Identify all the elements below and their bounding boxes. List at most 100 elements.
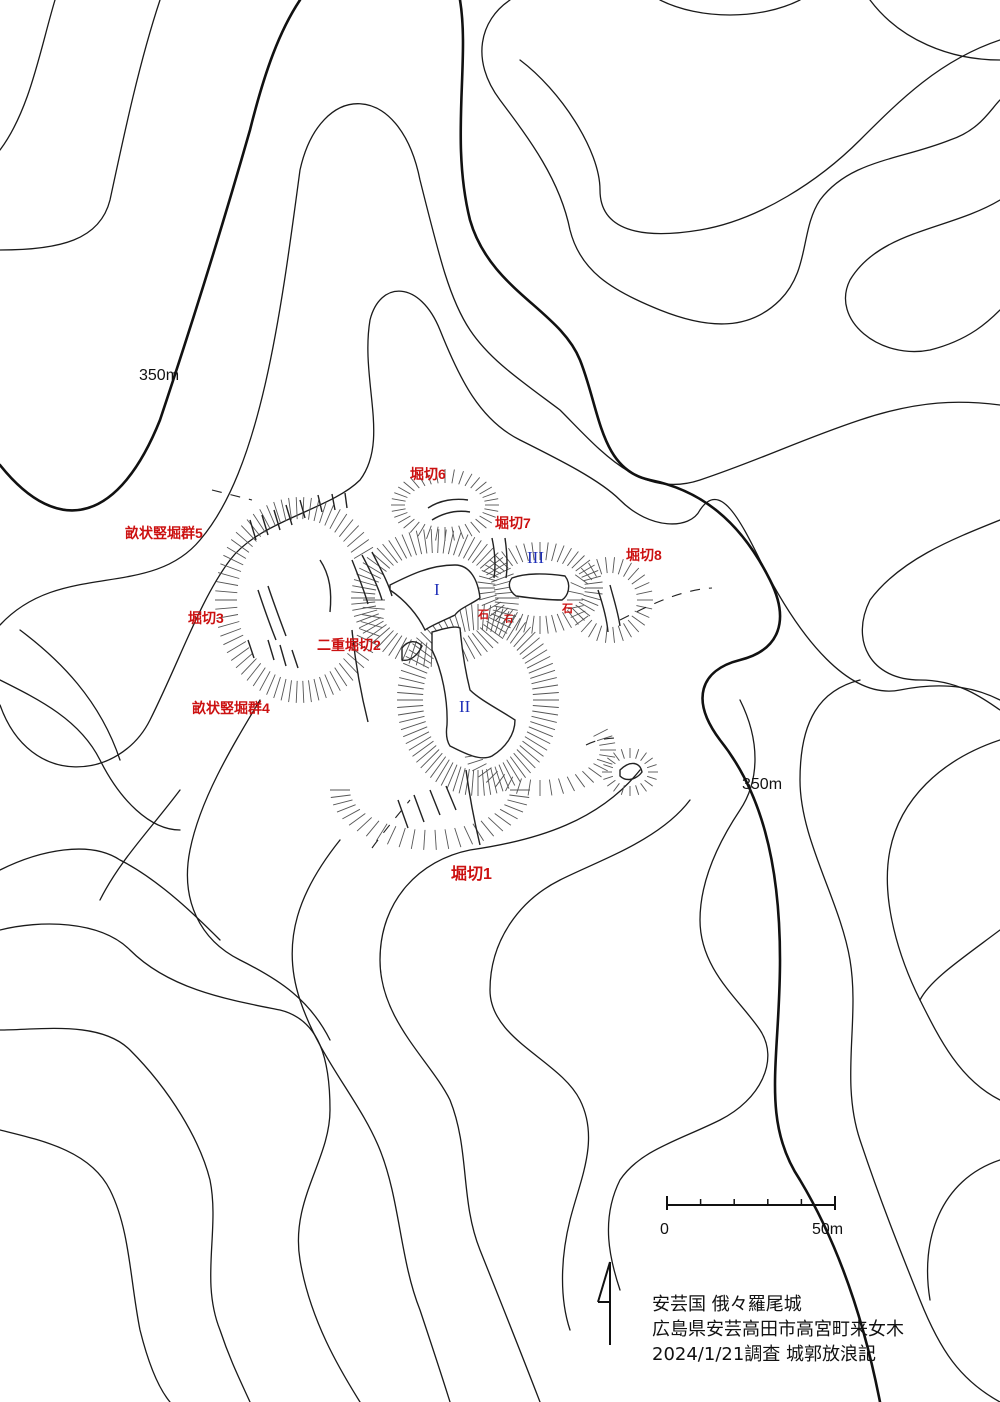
hachure-mark xyxy=(343,525,360,542)
hachure-mark xyxy=(409,521,420,533)
hachure-mark xyxy=(558,778,564,794)
hachure-mark xyxy=(477,591,496,595)
hachure-mark xyxy=(499,808,518,820)
hachure-mark xyxy=(397,486,411,495)
hachure-mark xyxy=(223,634,244,646)
hachure-mark xyxy=(627,619,640,633)
hachure-mark xyxy=(405,731,430,745)
hachure-mark xyxy=(446,764,458,789)
ridge-path-south xyxy=(371,799,411,849)
hachure-mark xyxy=(588,623,597,638)
hachure-mark xyxy=(567,551,579,567)
hachure-mark xyxy=(486,605,492,631)
hachure-mark xyxy=(599,742,616,746)
hachure-mark xyxy=(215,590,238,594)
ditch-east-hollow xyxy=(619,762,643,781)
hachure-mark xyxy=(273,676,281,699)
hachure-mark xyxy=(605,557,608,574)
contour-line xyxy=(0,0,56,151)
hachure-mark xyxy=(567,605,584,610)
hachure-mark xyxy=(403,481,415,492)
hachure-mark xyxy=(338,519,354,537)
hachure-mark xyxy=(394,492,408,498)
hachure-mark xyxy=(451,526,455,541)
hachure-mark xyxy=(430,529,433,554)
hachure-mark xyxy=(394,536,407,559)
hachure-mark xyxy=(376,630,394,649)
hachure-mark xyxy=(494,601,519,605)
hachure-mark xyxy=(280,499,287,522)
hachure-mark xyxy=(319,676,327,699)
hachure-mark xyxy=(475,481,487,492)
hachure-mark xyxy=(607,779,616,787)
hachure-mark xyxy=(571,555,585,569)
hachure-mark xyxy=(417,473,426,487)
hachure-mark xyxy=(386,826,397,845)
hachure-mark xyxy=(484,508,499,512)
scale-bar xyxy=(666,1196,836,1210)
hachure-mark xyxy=(458,525,464,539)
hachure-mark xyxy=(240,525,257,542)
hachure-mark xyxy=(562,547,572,565)
hachure-mark xyxy=(442,529,447,554)
hachure-mark xyxy=(226,641,247,654)
hachure-mark xyxy=(350,539,370,553)
hachure-mark xyxy=(581,598,599,607)
hachure-mark xyxy=(458,767,466,794)
hachure-mark xyxy=(603,775,614,780)
hachure-mark xyxy=(319,501,327,524)
hachure-mark xyxy=(490,767,498,794)
hachure-mark xyxy=(522,740,544,757)
hachure-mark xyxy=(531,615,535,634)
hachure-mark xyxy=(401,534,412,557)
hachure-mark xyxy=(343,658,360,675)
hachure-mark xyxy=(574,774,586,788)
hachure-mark xyxy=(603,764,614,769)
hachure-mark xyxy=(216,614,239,619)
contour-label-350m-east: 350m xyxy=(742,776,783,793)
hachure-mark xyxy=(494,774,506,788)
hachure-mark xyxy=(430,756,447,778)
hachure-mark xyxy=(464,473,473,487)
hachure-mark xyxy=(302,497,305,520)
hachure-mark xyxy=(334,667,348,687)
hachure-mark xyxy=(358,628,380,637)
hachure-mark xyxy=(359,567,382,579)
contour-line xyxy=(659,0,801,16)
hachure-mark xyxy=(409,477,420,489)
hachure-mark xyxy=(508,547,518,565)
hachure-mark xyxy=(356,634,377,646)
hachure-mark xyxy=(509,756,526,778)
scale-label-end: 50m xyxy=(812,1221,844,1238)
stone-marker: 石 xyxy=(478,609,489,621)
hachure-mark xyxy=(458,534,469,557)
hachure-mark xyxy=(599,754,616,758)
label-kiri7: 堀切7 xyxy=(495,515,531,531)
hachure-mark xyxy=(530,669,556,679)
hachure-mark xyxy=(435,469,439,484)
label-kiri1: 堀切1 xyxy=(451,866,492,883)
hachure-mark xyxy=(463,637,476,660)
hachure-mark xyxy=(230,539,250,553)
hachure-mark xyxy=(509,622,526,644)
hachure-mark xyxy=(336,804,356,813)
hachure-mark xyxy=(519,637,540,655)
hachure-mark xyxy=(408,532,417,556)
hachure-mark xyxy=(235,531,253,548)
hachure-mark xyxy=(397,692,424,695)
contour-line xyxy=(926,1159,1000,1301)
hachure-mark xyxy=(478,767,492,778)
hachure-mark xyxy=(391,508,406,512)
hachure-mark xyxy=(528,662,553,674)
hachure-mark xyxy=(405,655,430,669)
hachure-mark xyxy=(426,525,432,539)
hachure-mark xyxy=(483,624,504,639)
hachure-mark xyxy=(490,606,498,633)
hachure-mark xyxy=(338,663,354,681)
hachure-mark xyxy=(426,471,432,485)
hachure-mark xyxy=(397,684,424,690)
ditch-kiri6 xyxy=(427,498,471,521)
hachure-mark xyxy=(593,728,608,737)
hachure-mark xyxy=(574,615,589,626)
hachure-mark xyxy=(548,779,553,796)
